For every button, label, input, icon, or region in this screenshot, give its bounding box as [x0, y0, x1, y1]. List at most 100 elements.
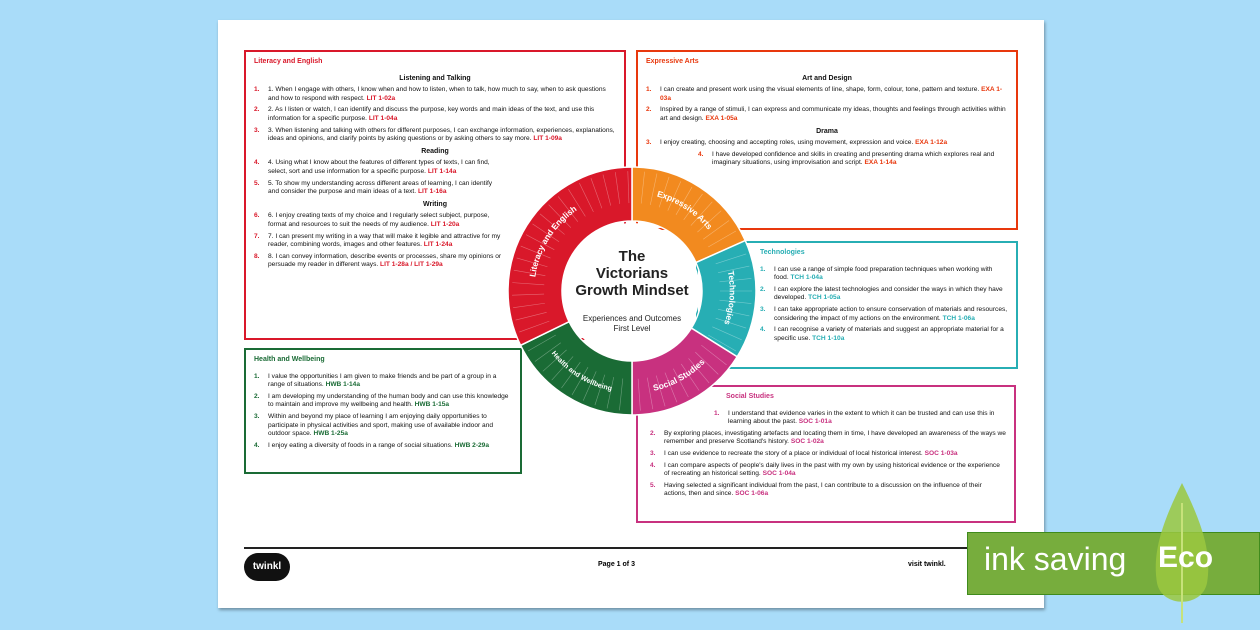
wheel-rule [708, 230, 737, 248]
wheel-title-line: Growth Mindset [575, 282, 688, 299]
list-item: 3.3. When listening and talking with oth… [254, 127, 616, 144]
item-text: I value the opportunities I am given to … [268, 373, 512, 390]
wheel-segment-literacy-and-english [507, 166, 633, 347]
box-title: Health and Wellbeing [254, 356, 325, 363]
item-description: 4. Using what I know about the features … [268, 159, 490, 175]
item-description: I can use evidence to recreate the story… [664, 449, 923, 457]
wheel-rule [557, 196, 579, 222]
wheel-rule [582, 371, 597, 401]
item-number: 1. [714, 409, 720, 417]
outcome-code: LIT 1-28a / LIT 1-29a [380, 261, 443, 269]
visit-link[interactable]: visit twinkl. [908, 561, 946, 568]
wheel-rule [664, 372, 678, 403]
wheel-rule [627, 171, 630, 204]
list-item: 2.I am developing my understanding of th… [254, 393, 512, 410]
wheel-rule [619, 378, 624, 411]
item-number: 3. [760, 305, 766, 313]
outcome-code: LIT 1-14a [427, 167, 457, 175]
wheel-rule [532, 223, 560, 243]
item-number: 2. [760, 285, 766, 293]
item-description: 3. When listening and talking with other… [268, 126, 615, 143]
item-text: I can explore the latest technologies an… [774, 286, 1008, 303]
item-number: 4. [698, 150, 704, 158]
wheel-rule [701, 344, 727, 366]
list-item: 3.I can use evidence to recreate the sto… [650, 450, 1006, 459]
wheel-rule [551, 356, 574, 381]
wheel-rule [650, 173, 658, 205]
item-number: 8. [254, 252, 260, 260]
outcome-code: HWB 1-14a [325, 381, 361, 389]
box-title: Social Studies [726, 393, 774, 400]
box-title: Expressive Arts [646, 58, 699, 65]
outcome-code: EXA 1-05a [705, 114, 738, 122]
leaf-icon [1155, 483, 1209, 623]
outcome-code: LIT 1-02a [366, 94, 396, 102]
item-text: I have developed confidence and skills i… [712, 151, 1008, 168]
outcome-code: HWB 1-25a [313, 430, 348, 438]
item-number: 2. [254, 106, 260, 114]
item-description: I can recognise a variety of materials a… [774, 326, 1004, 342]
item-text: Within and beyond my place of learning I… [268, 413, 512, 439]
wheel-rule [571, 367, 589, 396]
section-heading: Reading [421, 147, 449, 155]
item-number: 1. [760, 265, 766, 273]
wheel-rule [513, 302, 545, 308]
item-text: By exploring places, investigating artef… [664, 430, 1006, 447]
item-number: 6. [254, 212, 260, 220]
wheel-rule [683, 193, 703, 220]
list-item: 5.5. To show my understanding across dif… [254, 180, 504, 197]
item-number: 1. [254, 86, 260, 94]
wheel-rule [512, 282, 545, 286]
outcome-code: LIT 1-20a [430, 220, 460, 228]
wheel-subtitle-line: First Level [614, 324, 651, 333]
list-item: 8.8. I can convey information, describe … [254, 253, 504, 270]
outcome-code: LIT 1-24a [423, 241, 453, 249]
item-number: 2. [646, 106, 652, 114]
wheel-rule [594, 374, 606, 406]
eco-label: Eco [1158, 541, 1214, 574]
outcome-code: HWB 2-29a [454, 441, 490, 449]
list-item: 7.7. I can present my writing in a way t… [254, 233, 504, 250]
list-item: 4.4. Using what I know about the feature… [254, 159, 504, 176]
item-text: 3. When listening and talking with other… [268, 127, 616, 144]
wheel-rule [667, 181, 682, 211]
item-description: I can use a range of simple food prepara… [774, 265, 993, 282]
item-text: 4. Using what I know about the features … [268, 159, 504, 176]
eco-badge: ink saving Eco [967, 483, 1260, 623]
wheel-rule [519, 320, 550, 333]
item-text: I can use evidence to recreate the story… [664, 450, 958, 459]
item-text: I enjoy eating a diversity of foods in a… [268, 442, 489, 451]
list-item: 3. I can take appropriate action to ensur… [760, 306, 1008, 323]
wheel-rule [719, 299, 752, 304]
wheel-rule [525, 234, 555, 250]
wheel-rule [719, 278, 752, 283]
wheel-rule [712, 326, 742, 341]
list-item: 4. I have developed confidence and skills… [698, 151, 1008, 168]
twinkl-logo[interactable]: twinkl [244, 553, 290, 581]
section-heading: Listening and Talking [399, 74, 471, 82]
wheel-rule [534, 342, 561, 362]
list-item: 2.By exploring places, investigating art… [650, 430, 1006, 447]
list-item: 4.I can compare aspects of people's dail… [650, 462, 1006, 479]
item-text: Having selected a significant individual… [664, 482, 1006, 499]
wheel-rule [688, 358, 710, 384]
list-item: 2.2. As I listen or watch, I can identif… [254, 106, 616, 123]
list-item: 4.I can recognise a variety of materials… [760, 326, 1008, 343]
wheel-rule [675, 186, 693, 215]
outcome-code: EXA 1-03a [660, 86, 1003, 102]
wheel-rule [637, 378, 641, 411]
wheel-rule [561, 362, 581, 389]
wheel-title-line: The [619, 248, 646, 265]
item-text: I can take appropriate action to ensure … [774, 306, 1008, 323]
wheel-rule [708, 334, 737, 352]
wheel-rule [673, 368, 689, 398]
list-item: 2. I can explore the latest technologies … [760, 286, 1008, 303]
page-number: Page 1 of 3 [598, 561, 635, 568]
wheel-title-line: Victorians [596, 265, 668, 282]
item-description: I can create and present work using the … [660, 86, 980, 94]
wheel-rule [690, 201, 713, 226]
